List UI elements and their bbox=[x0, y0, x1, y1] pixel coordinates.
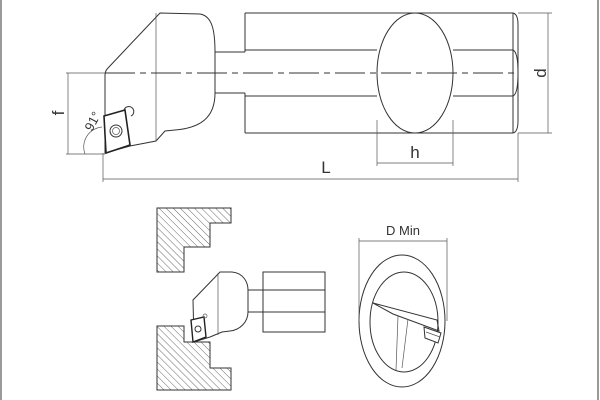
label-angle: 91° bbox=[81, 109, 103, 133]
bore-end-view bbox=[358, 254, 446, 388]
dimension-L: L bbox=[102, 133, 519, 182]
label-d-min: D Min bbox=[386, 223, 420, 238]
label-L: L bbox=[321, 158, 330, 177]
workpiece-section bbox=[156, 207, 232, 391]
label-d: d bbox=[531, 68, 550, 77]
dimension-h: h bbox=[376, 120, 454, 166]
dimension-d-min: D Min bbox=[358, 223, 448, 321]
insert bbox=[103, 106, 135, 155]
angle-91: 91° bbox=[81, 109, 104, 155]
dimension-f: f bbox=[49, 72, 105, 155]
boring-bar-in-bore bbox=[190, 271, 326, 343]
label-f: f bbox=[49, 110, 68, 115]
dimension-d: d bbox=[518, 12, 552, 134]
label-h: h bbox=[410, 143, 419, 162]
boring-bar-side-view bbox=[103, 12, 519, 155]
